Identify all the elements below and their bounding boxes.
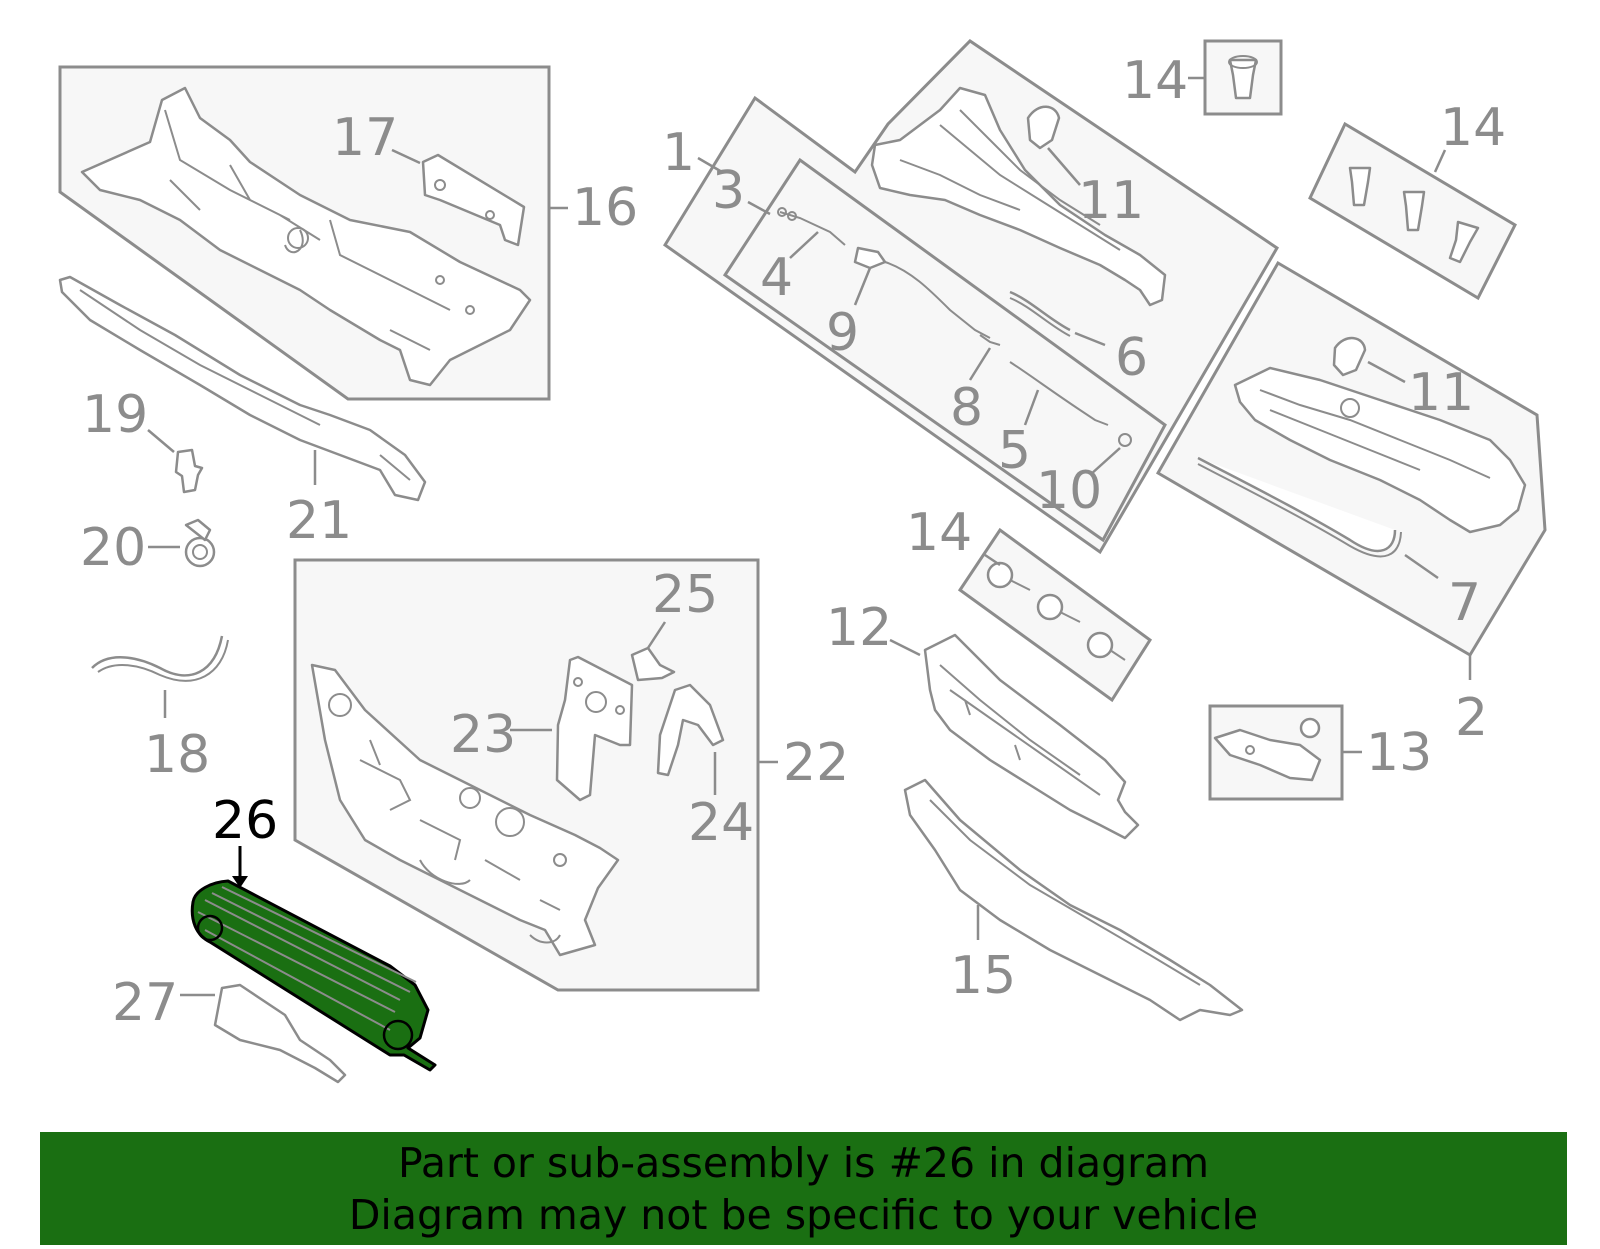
part-24-bracket (656, 683, 725, 777)
callout-14-top: 14 (1122, 51, 1188, 111)
part-21-reinforcement (58, 275, 427, 502)
banner-line-1: Part or sub-assembly is #26 in diagram (397, 1138, 1210, 1187)
leader-9 (853, 267, 872, 306)
leader-26-arrowhead (232, 876, 248, 888)
callout-6: 6 (1115, 328, 1148, 388)
part-11-cap-lower (1332, 336, 1367, 377)
callout-27: 27 (112, 973, 178, 1033)
callout-2: 2 (1455, 688, 1488, 748)
callout-15: 15 (950, 946, 1016, 1006)
part-26-shape (190, 879, 437, 1072)
part-1-cowl-top (870, 86, 1167, 307)
callout-24: 24 (688, 793, 754, 853)
leader-6 (1074, 331, 1106, 347)
part-22-lower-panel (310, 663, 620, 957)
part-27-insulator (213, 983, 347, 1084)
callout-17: 17 (332, 108, 398, 168)
callout-10: 10 (1036, 461, 1102, 521)
leader-25 (646, 621, 667, 649)
part-18-hose (91, 635, 229, 682)
part-19-clip (174, 448, 204, 494)
part-26-highlighted (190, 879, 437, 1072)
part-6-hose (1009, 290, 1071, 337)
leader-1 (697, 156, 723, 174)
frame-3 (722, 157, 1167, 543)
part-15-seal (903, 778, 1244, 1022)
washer-hose-assembly (777, 207, 1132, 447)
callout-19: 19 (82, 385, 148, 445)
callout-8: 8 (950, 378, 983, 438)
part-13-bracket (1213, 717, 1322, 782)
callout-25: 25 (652, 565, 718, 625)
part-16-dash-panel (80, 86, 532, 387)
part-23-bracket (555, 655, 634, 802)
leader-19 (147, 429, 175, 453)
callout-1: 1 (662, 123, 695, 183)
callout-14-mid: 14 (906, 503, 972, 563)
leader-5 (1023, 389, 1040, 426)
callout-22: 22 (783, 733, 849, 793)
part-14-clips-mid (986, 561, 1126, 661)
leader-17 (391, 148, 421, 165)
callout-23: 23 (450, 705, 516, 765)
banner-line-2: Diagram may not be specific to your vehi… (348, 1190, 1259, 1239)
leader-11a (1047, 147, 1081, 186)
part-11-cap-upper (1026, 105, 1061, 150)
part-7-hose (1197, 456, 1402, 558)
callout-3: 3 (712, 161, 745, 221)
leader-3 (747, 200, 771, 216)
part-20-clamp (184, 518, 216, 568)
leader-11b (1367, 360, 1406, 384)
callout-26: 26 (212, 791, 278, 851)
part-17-bracket (421, 153, 526, 247)
callout-11-lower: 11 (1408, 363, 1474, 423)
callout-14-right: 14 (1440, 98, 1506, 158)
callout-9: 9 (826, 303, 859, 363)
callout-4: 4 (760, 248, 793, 308)
part-14-clips-right (1348, 166, 1480, 264)
callout-12: 12 (826, 598, 892, 658)
callout-20: 20 (80, 518, 146, 578)
part-12-cowl-panel (923, 633, 1140, 840)
info-banner: Part or sub-assembly is #26 in diagram D… (40, 1132, 1567, 1245)
leader-12 (889, 638, 921, 657)
leader-14b (1433, 149, 1447, 173)
leader-10 (1089, 447, 1121, 476)
callout-16: 16 (572, 178, 638, 238)
leader-14c (984, 553, 1001, 567)
callout-11-upper: 11 (1078, 171, 1144, 231)
callout-18: 18 (144, 725, 210, 785)
leader-4 (789, 231, 819, 259)
callout-7: 7 (1448, 573, 1481, 633)
callout-21: 21 (286, 491, 352, 551)
callout-13: 13 (1366, 723, 1432, 783)
part-2-cowl-top (1233, 366, 1527, 534)
leader-8 (968, 347, 992, 381)
callout-5: 5 (998, 421, 1031, 481)
leader-7 (1404, 553, 1439, 580)
part-14-clip-top (1228, 55, 1258, 100)
